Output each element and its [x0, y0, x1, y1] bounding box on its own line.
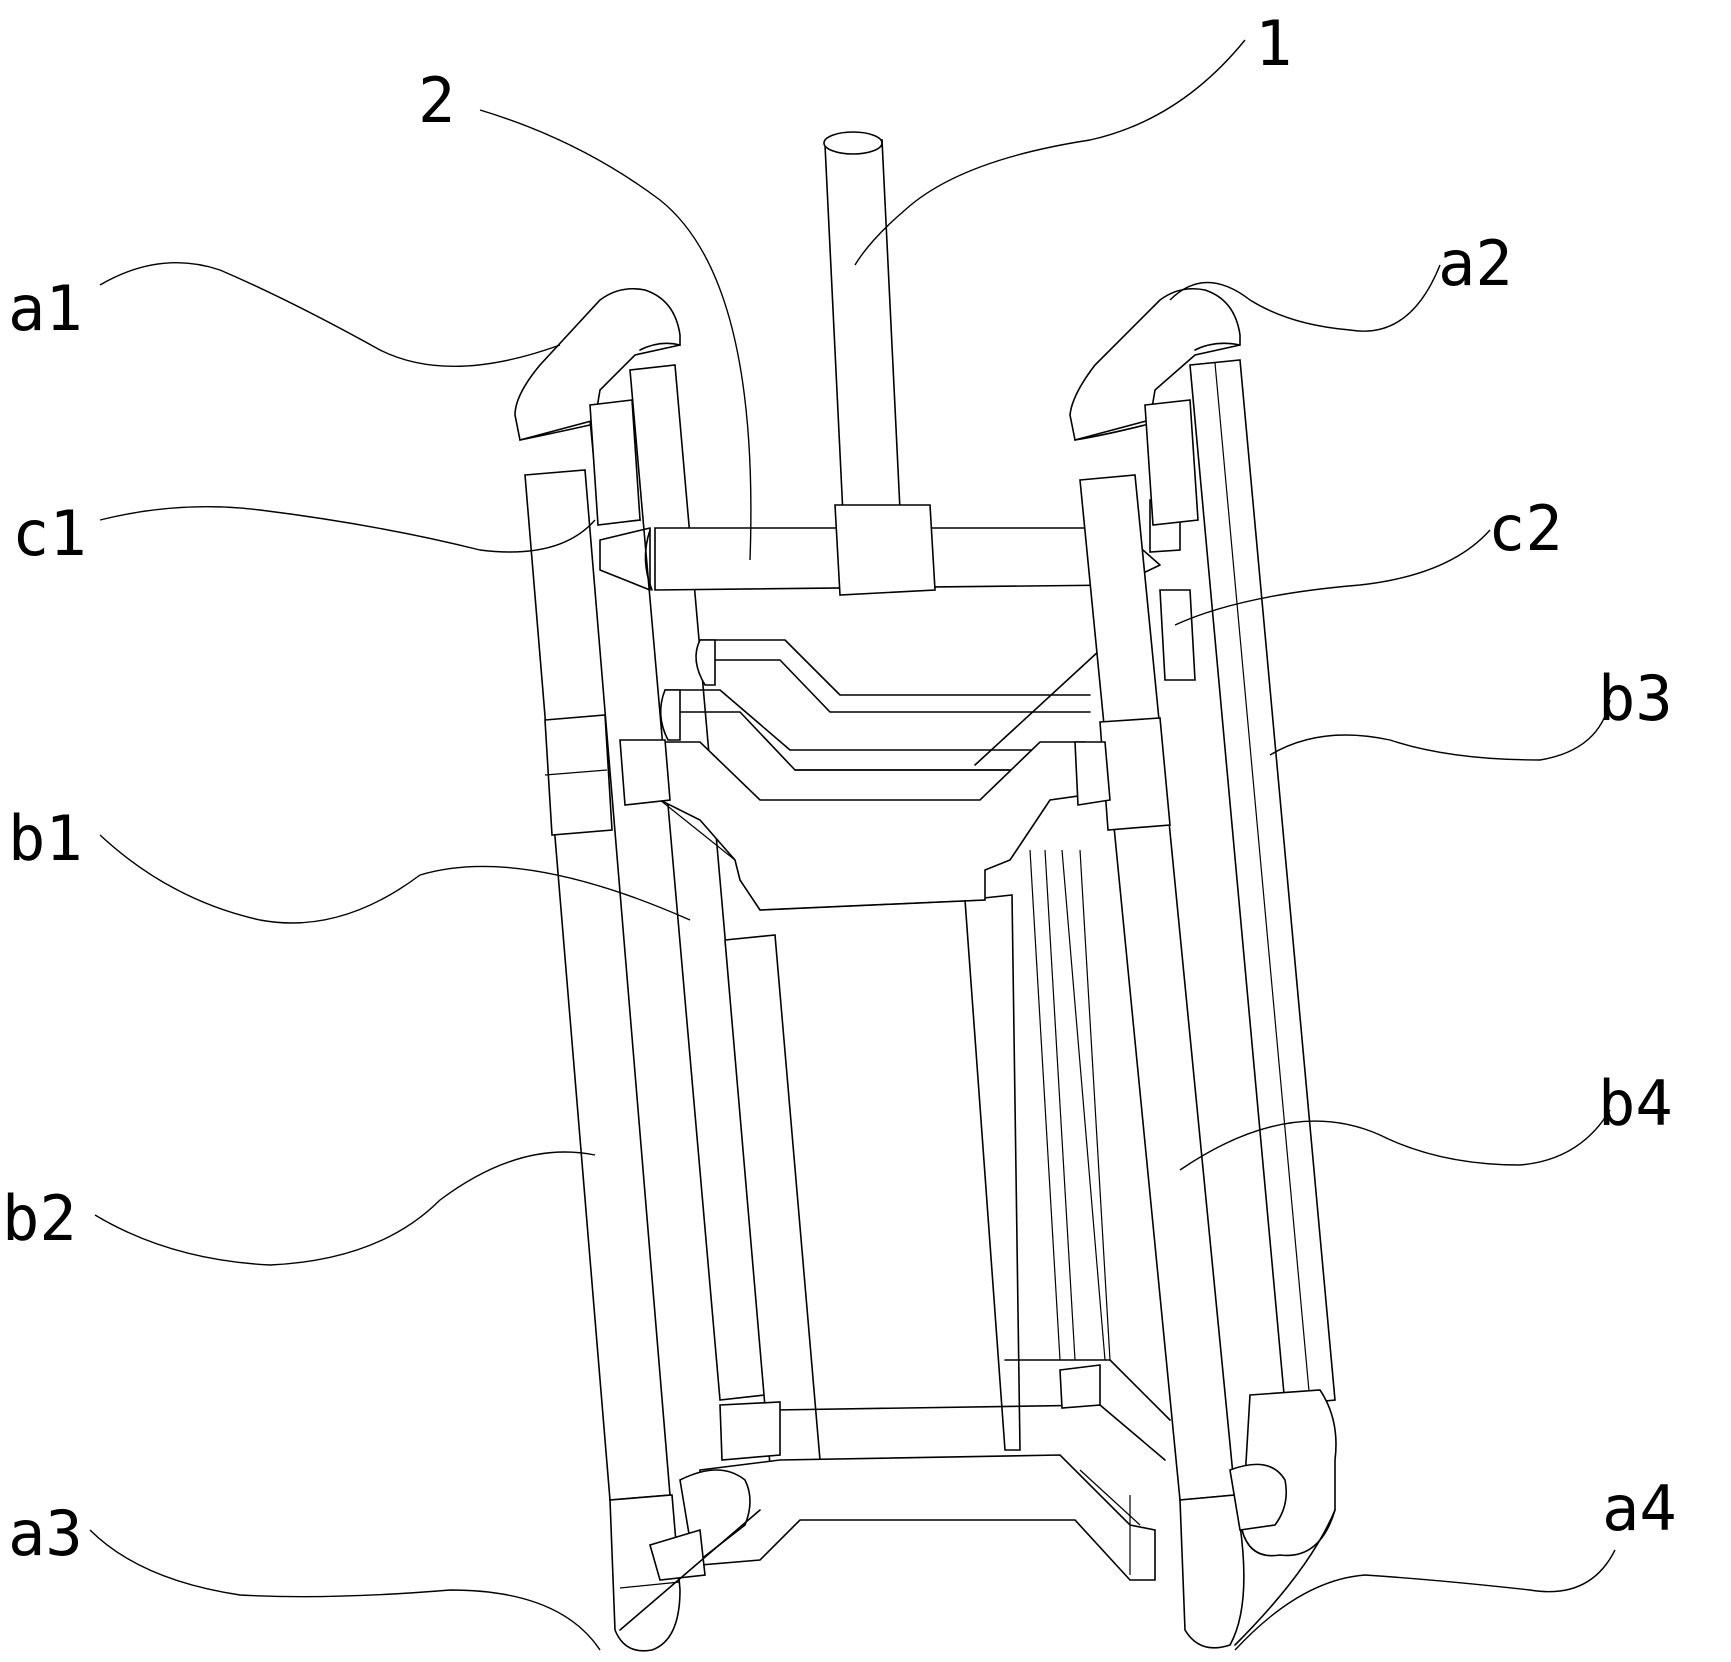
label-b3: b3: [1598, 662, 1673, 735]
label-a1: a1: [8, 272, 83, 345]
label-a2: a2: [1438, 227, 1513, 300]
leader-1: [854, 39, 1246, 266]
leader-a2: [1169, 264, 1441, 332]
leader-c1: [99, 505, 596, 553]
leader-a1: [99, 262, 561, 367]
leader-2: [479, 109, 752, 561]
rear-inner-uprights: [724, 849, 1111, 1466]
leader-b4: [1179, 1109, 1611, 1171]
elbow-a4: [1129, 1389, 1337, 1649]
leader-c2: [1174, 529, 1491, 626]
upper-frame-tier-3-basket: [624, 649, 1101, 911]
upper-frame-tier-1: [695, 639, 1091, 713]
label-b1: b1: [8, 802, 83, 875]
leader-b2: [94, 1151, 596, 1266]
upper-frame-tier-2: [659, 689, 1091, 771]
leader-a3: [89, 1529, 601, 1651]
label-1: 1: [1255, 7, 1292, 80]
label-2: 2: [418, 64, 455, 137]
label-c1: c1: [12, 497, 87, 570]
handle-tube-1: [823, 131, 901, 516]
upright-b4: [1074, 474, 1236, 1501]
label-a4: a4: [1602, 1472, 1677, 1545]
elbow-a3: [609, 1469, 761, 1652]
bottom-frame: [699, 1359, 1171, 1581]
labels: 1 2 a1 a2 c1 c2 b3 b1 b4 b2 a3 a4: [2, 7, 1677, 1570]
label-c2: c2: [1488, 492, 1563, 565]
elbow-a2: [1069, 287, 1241, 526]
label-b2: b2: [2, 1182, 77, 1255]
upright-b3: [1189, 359, 1336, 1406]
leader-a4: [1234, 1549, 1616, 1651]
elbow-a1: [514, 287, 681, 526]
leader-lines: [89, 39, 1616, 1651]
leader-b3: [1269, 699, 1611, 761]
label-b4: b4: [1598, 1067, 1673, 1140]
upright-b2: [524, 469, 671, 1501]
leader-b1: [99, 834, 691, 924]
label-a3: a3: [8, 1497, 83, 1570]
